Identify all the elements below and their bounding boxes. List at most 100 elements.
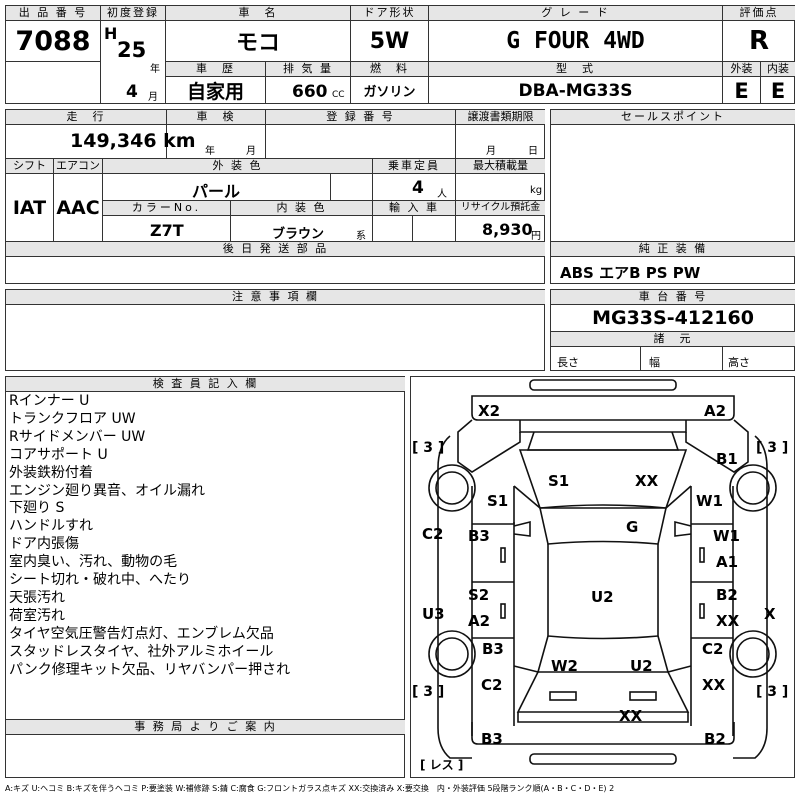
chassis-number: MG33S-412160 — [592, 307, 754, 329]
inspector-note-line: 外装鉄粉付着 — [9, 464, 93, 481]
first-registration-label: 初度登録 — [101, 6, 165, 20]
inspection-year-unit: 年 — [205, 146, 215, 157]
capacity: 4 — [412, 178, 424, 198]
tire-tread-rear-left: [ 3 ] — [412, 684, 445, 700]
code-right-fender-low: W1 — [696, 492, 723, 510]
exterior-score-label: 外装 — [723, 62, 760, 76]
interior-color-suffix: 系 — [356, 231, 366, 242]
model-code-label: 型 式 — [429, 62, 722, 76]
inspector-note-line: タイヤ空気圧警告灯点灯、エンブレム欠品 — [9, 625, 274, 642]
tire-tread-front-left: [ 3 ] — [412, 440, 445, 456]
inspector-box — [5, 376, 405, 778]
code-rear-glass-left: W2 — [551, 657, 578, 675]
tire-tread-front-right: [ 3 ] — [756, 440, 789, 456]
code-left-sill: U3 — [422, 605, 445, 623]
code-roof: U2 — [591, 588, 614, 606]
code-rear-right: B2 — [704, 730, 726, 748]
recycle-unit: 円 — [531, 231, 541, 242]
interior-score-label: 内装 — [761, 62, 795, 76]
month-unit: 月 — [148, 92, 158, 103]
later-parts-label: 後 日 発 送 部 品 — [6, 242, 545, 256]
recycle-deposit: 8,930 — [482, 220, 533, 239]
inspector-label: 検 査 員 記 入 欄 — [6, 377, 405, 391]
score-label: 評価点 — [723, 6, 795, 20]
sales-point-label: セールスポイント — [551, 110, 795, 124]
max-load-label: 最大積載量 — [456, 159, 545, 173]
car-name: モコ — [235, 31, 280, 56]
mileage-label: 走 行 — [6, 110, 166, 124]
code-front-left: X2 — [478, 402, 501, 420]
code-left-quarter: C2 — [481, 676, 503, 694]
displacement: 660 — [292, 82, 328, 102]
recycle-label: リサイクル預託金 — [456, 201, 545, 215]
info-block — [5, 109, 545, 284]
inspector-note-line: シート切れ・破れ中、へたり — [9, 572, 191, 589]
code-right-sill: X — [764, 605, 776, 623]
registration-month: 4 — [126, 82, 138, 102]
grade-label: グ レ ー ド — [429, 6, 722, 20]
overall-score: R — [748, 26, 770, 56]
max-load-unit: kg — [530, 185, 543, 196]
office-notice-label: 事 務 局 よ り ご 案 内 — [6, 720, 405, 734]
fuel-label: 燃 料 — [351, 62, 428, 76]
tire-tread-rear-right: [ 3 ] — [756, 684, 789, 700]
header-block — [5, 5, 795, 104]
import-label: 輸 入 車 — [373, 201, 455, 215]
chassis-number-label: 車 台 番 号 — [551, 290, 795, 304]
height-label: 高さ — [728, 356, 750, 369]
car-name-label: 車 名 — [166, 6, 350, 20]
transfer-month-unit: 月 — [486, 146, 496, 157]
inspector-note-line: Rサイドメンバー UW — [9, 428, 146, 445]
shift: IAT — [12, 196, 47, 219]
damage-diagram-box — [410, 376, 795, 778]
lot-number: 7088 — [15, 25, 91, 57]
history-label: 車 歴 — [166, 62, 265, 76]
inspector-note-line: 下廻り S — [9, 500, 65, 517]
code-rear-glass-right: U2 — [630, 657, 653, 675]
width-label: 幅 — [649, 356, 660, 369]
history: 自家用 — [186, 81, 244, 103]
dimensions-label: 諸 元 — [551, 332, 795, 346]
door-type: 5W — [369, 28, 410, 54]
code-right-front-door-2: A1 — [716, 553, 739, 571]
code-right-fender: B1 — [716, 450, 738, 468]
interior-color-label: 内 装 色 — [231, 201, 372, 215]
registration-year: 25 — [117, 38, 147, 62]
inspector-note-line: エンジン廻り異音、オイル漏れ — [9, 482, 205, 499]
shift-label: シフト — [6, 159, 53, 173]
displacement-unit: CC — [332, 90, 345, 100]
interior-score: E — [770, 78, 786, 103]
notes-label: 注 意 事 項 欄 — [6, 290, 545, 304]
displacement-label: 排 気 量 — [266, 62, 350, 76]
code-left-pillar: C2 — [422, 525, 444, 543]
inspector-note-line: 荷室汚れ — [9, 607, 65, 624]
code-left-rear-door-2: A2 — [468, 612, 491, 630]
genuine-equipment: ABS エアB PS PW — [560, 264, 701, 282]
capacity-label: 乗車定員 — [373, 159, 455, 173]
code-right-rear-door-1: B2 — [716, 586, 738, 604]
code-right-front-door-1: W1 — [713, 527, 740, 545]
exterior-color: パール — [192, 182, 241, 201]
inspector-note-line: Rインナー U — [9, 393, 90, 409]
code-rear-left: B3 — [481, 730, 503, 748]
code-hood-right: XX — [635, 472, 659, 490]
code-left-rear-fender: B3 — [482, 640, 504, 658]
aircon-label: エアコン — [54, 159, 102, 173]
mileage: 149,346 km — [70, 130, 196, 152]
code-left-rear-door-1: S2 — [468, 586, 490, 604]
color-no: Z7T — [150, 221, 184, 240]
transfer-deadline-label: 譲渡書類期限 — [456, 110, 545, 124]
code-hood-left: S1 — [548, 472, 570, 490]
lot-number-label: 出 品 番 号 — [6, 6, 100, 20]
inspector-note-line: コアサポート U — [9, 446, 108, 463]
sales-point-box — [550, 109, 795, 284]
code-front-right: A2 — [704, 402, 727, 420]
inspector-note-line: トランクフロア UW — [9, 410, 136, 427]
code-left-front-door: B3 — [468, 527, 490, 545]
grade: G FOUR 4WD — [506, 28, 645, 54]
year-unit: 年 — [150, 64, 160, 75]
exterior-score: E — [734, 78, 749, 103]
inspector-note-line: ドア内張傷 — [9, 536, 79, 553]
spare-tire: [ レス ] — [420, 758, 464, 772]
